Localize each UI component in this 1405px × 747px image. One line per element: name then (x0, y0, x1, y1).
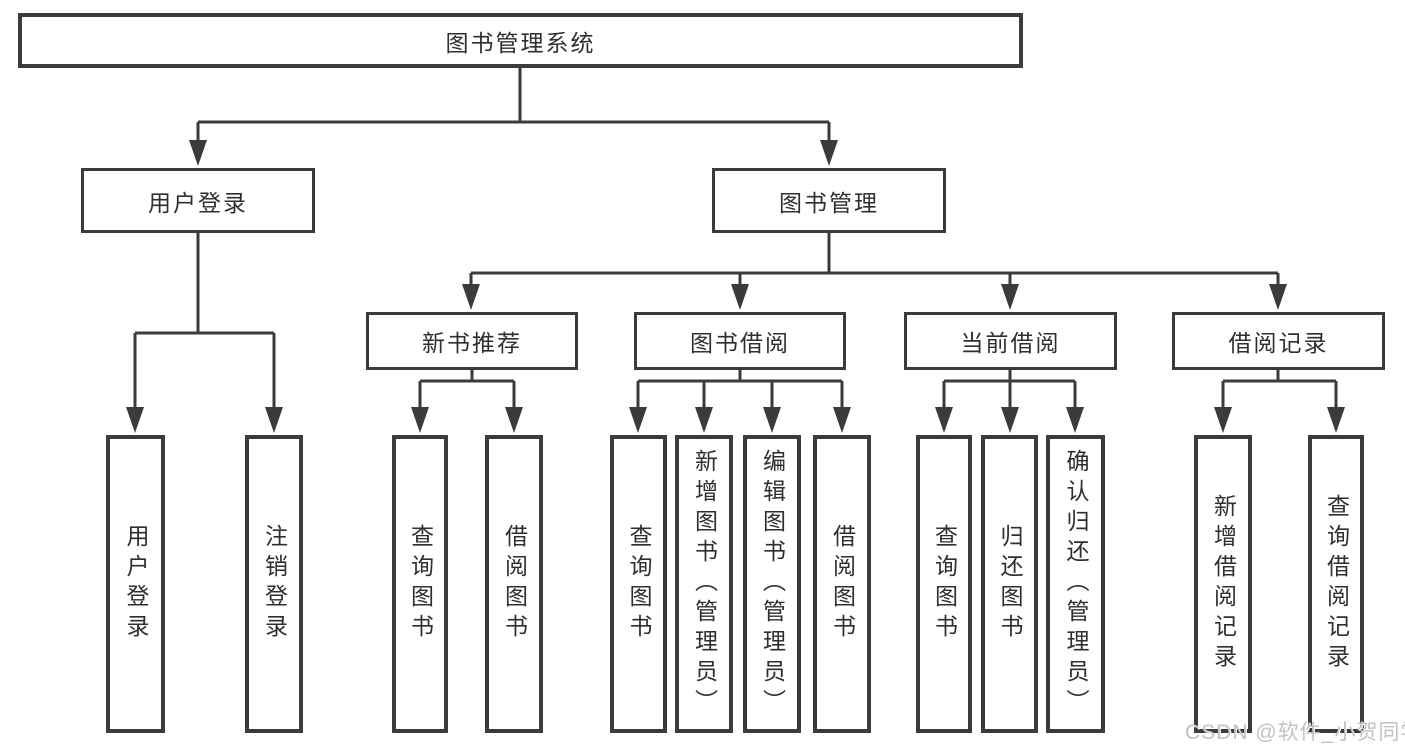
leaf-add-borrow-record-label: 新增借阅记录 (1210, 494, 1237, 674)
node-book-borrow: 图书借阅 (634, 312, 846, 370)
connector-currentborrow-to-leaves (942, 370, 1077, 414)
leaf-edit-book-admin-label: 编辑图书（管理员） (759, 449, 786, 719)
node-book-borrow-label: 图书借阅 (690, 330, 790, 356)
leaf-borrow-books-recommend-label: 借阅图书 (501, 524, 528, 644)
watermark: CSDN @软件_小贺同学 (1185, 721, 1405, 744)
leaf-query-borrow-record-label: 查询借阅记录 (1323, 494, 1350, 674)
node-user-login-label: 用户登录 (148, 189, 248, 216)
leaf-add-borrow-record: 新增借阅记录 (1194, 435, 1252, 733)
leaf-add-book-admin-label: 新增图书（管理员） (691, 449, 718, 719)
leaf-user-login-label: 用户登录 (123, 524, 149, 644)
node-current-borrow: 当前借阅 (904, 312, 1117, 370)
connector-newbook-to-leaves (418, 370, 516, 414)
node-current-borrow-label: 当前借阅 (960, 330, 1061, 356)
leaf-borrow-books-2-label: 借阅图书 (829, 524, 856, 644)
connector-bookborrow-to-leaves (636, 370, 844, 414)
leaf-query-books-current-label: 查询图书 (931, 524, 958, 644)
leaf-edit-book-admin: 编辑图书（管理员） (743, 435, 801, 733)
leaf-confirm-return-admin-label: 确认归还（管理员） (1063, 449, 1089, 719)
leaf-query-books-recommend-label: 查询图书 (407, 524, 434, 644)
connector-bookmgmt-to-level3 (469, 233, 1280, 292)
node-new-book-recommend: 新书推荐 (366, 312, 578, 370)
leaf-borrow-books-recommend: 借阅图书 (485, 435, 543, 733)
node-borrow-records-label: 借阅记录 (1228, 330, 1329, 356)
node-book-management-label: 图书管理 (779, 189, 879, 216)
leaf-query-borrow-record: 查询借阅记录 (1308, 435, 1364, 733)
leaf-user-login: 用户登录 (106, 435, 165, 733)
leaf-query-books-recommend: 查询图书 (392, 435, 448, 733)
node-borrow-records: 借阅记录 (1172, 312, 1385, 370)
leaf-query-books-current: 查询图书 (916, 435, 972, 733)
node-book-management: 图书管理 (712, 168, 946, 233)
leaf-return-book: 归还图书 (981, 435, 1038, 733)
leaf-borrow-books-2: 借阅图书 (813, 435, 871, 733)
connector-userlogin-to-leaves (133, 233, 276, 414)
leaf-add-book-admin: 新增图书（管理员） (675, 435, 733, 733)
node-root: 图书管理系统 (18, 13, 1023, 68)
leaf-logout: 注销登录 (245, 435, 303, 733)
connector-borrowrecords-to-leaves (1221, 370, 1338, 414)
node-new-book-recommend-label: 新书推荐 (422, 330, 522, 356)
leaf-query-books-borrow-label: 查询图书 (626, 524, 652, 644)
leaf-return-book-label: 归还图书 (997, 524, 1023, 644)
arrowheads (126, 140, 1345, 433)
leaf-logout-label: 注销登录 (261, 524, 288, 644)
node-user-login: 用户登录 (81, 168, 315, 233)
leaf-confirm-return-admin: 确认归还（管理员） (1046, 435, 1105, 733)
connector-root-to-level2 (196, 68, 831, 148)
leaf-query-books-borrow: 查询图书 (610, 435, 667, 733)
node-root-label: 图书管理系统 (445, 29, 596, 56)
